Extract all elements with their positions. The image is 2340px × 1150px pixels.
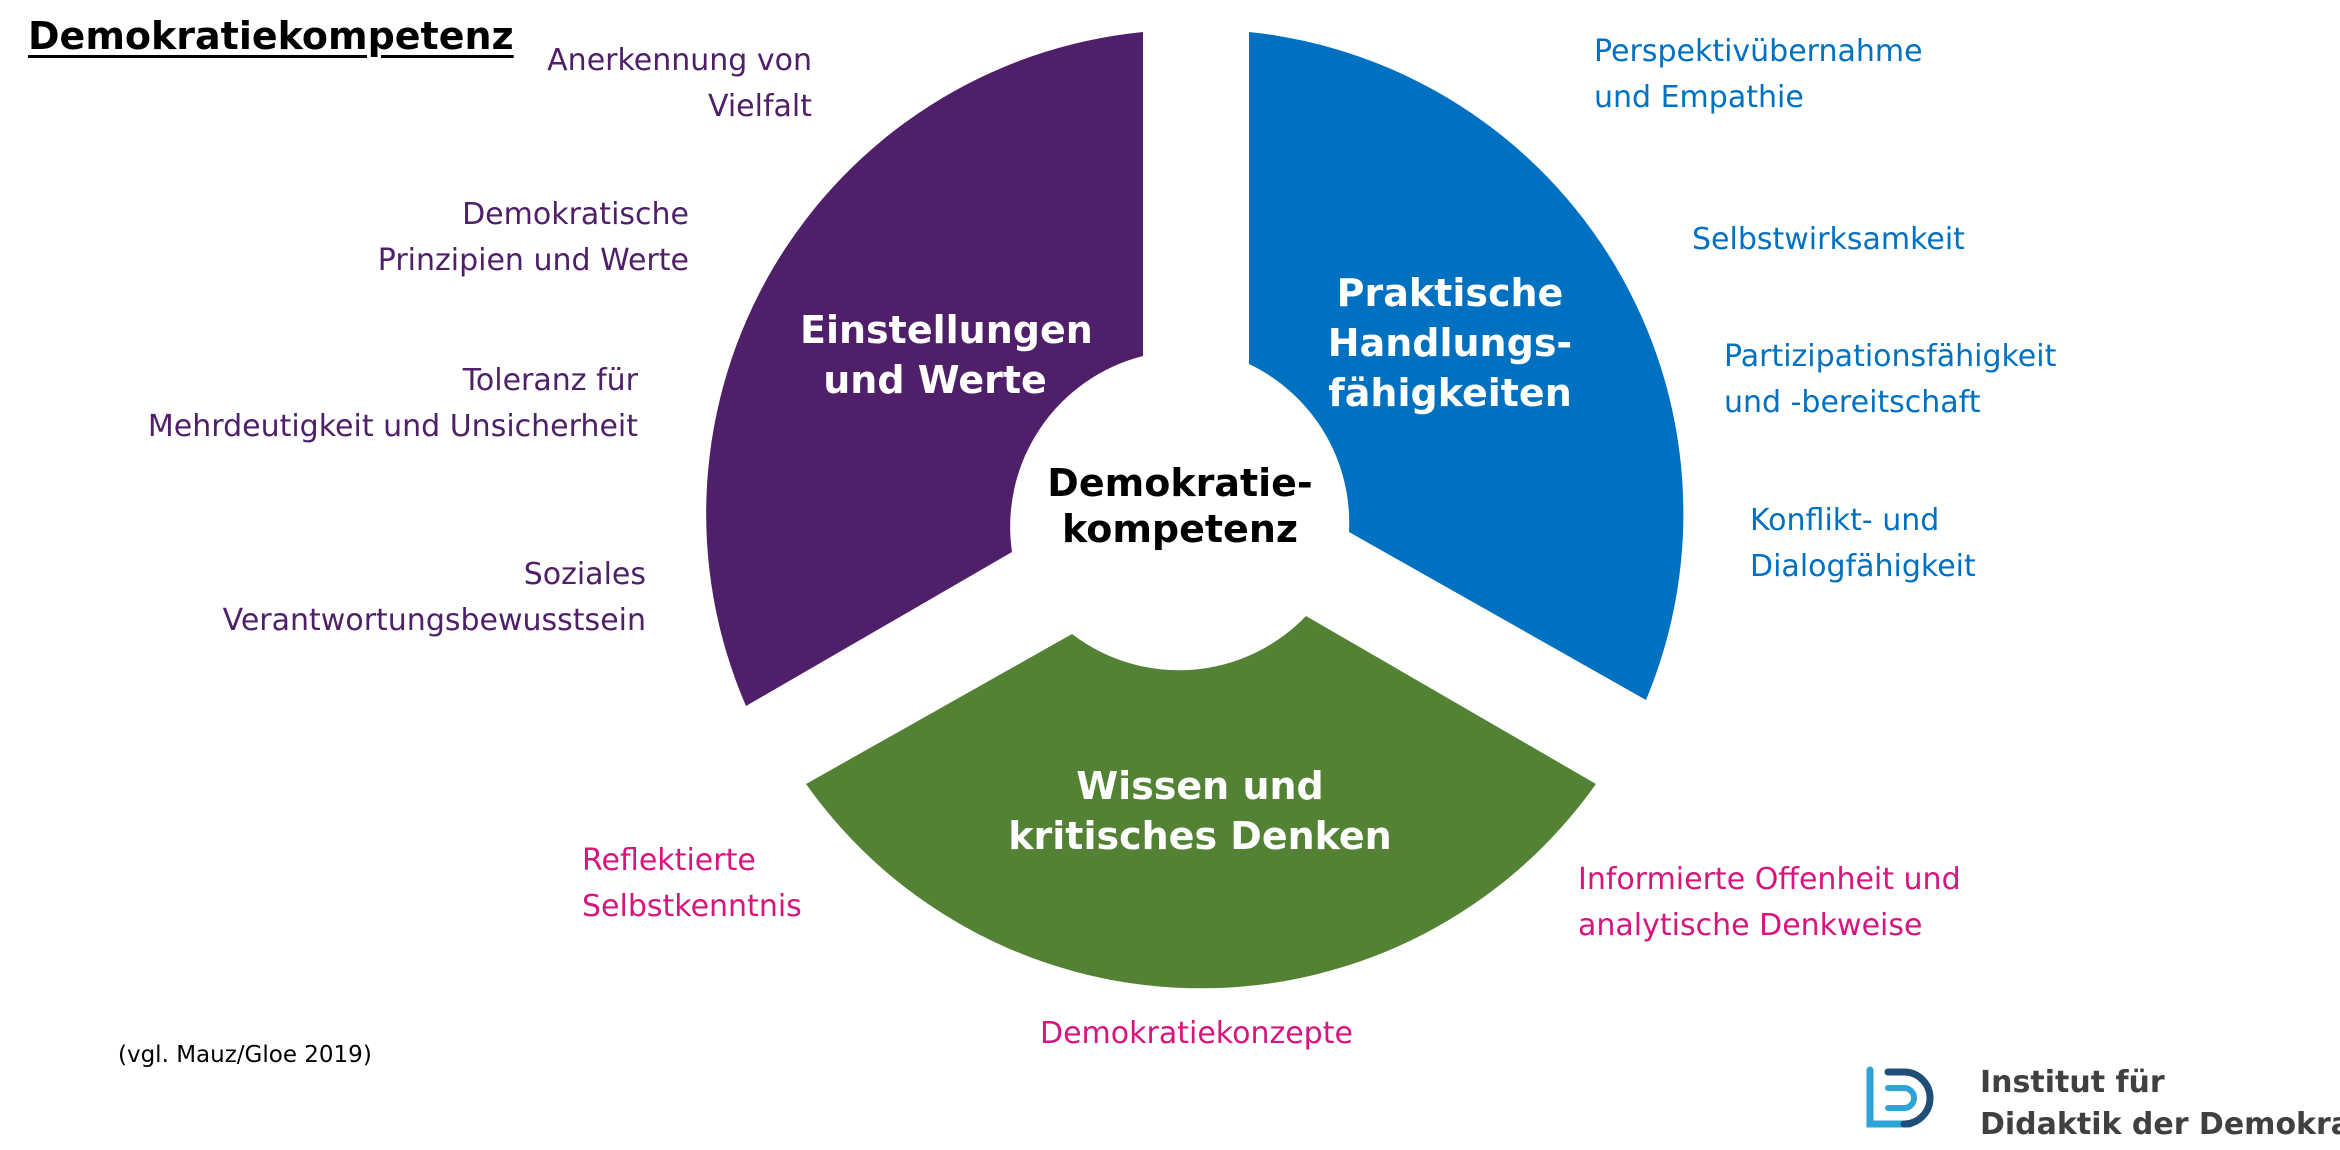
center-title: Demokratie- kompetenz xyxy=(1047,461,1313,551)
citation: (vgl. Mauz/Gloe 2019) xyxy=(118,1042,372,1068)
practical-item: Selbstwirksamkeit xyxy=(1692,222,1965,257)
institute-logo-icon xyxy=(1866,1066,1934,1128)
segment-attitudes xyxy=(706,32,1143,706)
segment-title-practical: Praktische Handlungs- fähigkeiten xyxy=(1327,271,1573,415)
knowledge-item: Demokratiekonzepte xyxy=(1040,1016,1353,1051)
page-title: Demokratiekompetenz xyxy=(28,14,514,58)
segment-practical xyxy=(1249,32,1684,700)
segment-title-knowledge: Wissen und kritisches Denken xyxy=(1008,764,1392,858)
segment-title-attitudes: Einstellungen und Werte xyxy=(800,308,1093,402)
segment-knowledge xyxy=(806,616,1596,989)
institute-logo-text: Institut für Didaktik der Demokratie xyxy=(1980,1065,2340,1142)
